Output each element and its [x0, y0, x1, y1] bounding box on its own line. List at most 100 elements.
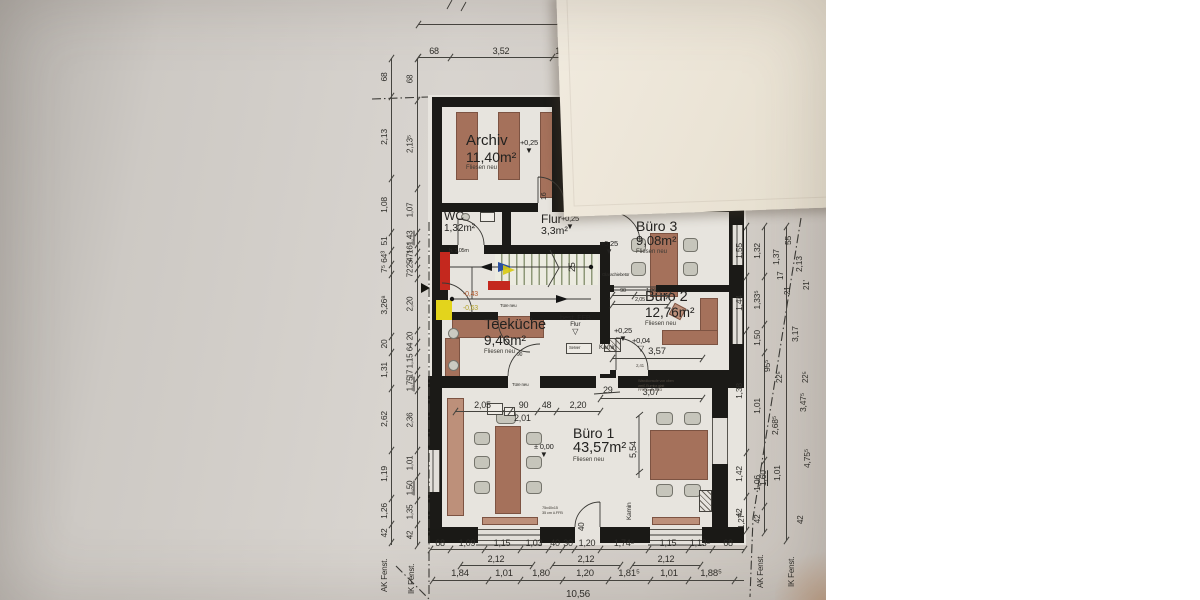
elevation-triangle-icon: ▼ [539, 449, 548, 459]
dim-r-225b: 22⁵ [801, 371, 810, 383]
dim-label: 2,62 [379, 411, 389, 427]
entry-arrow-icon [421, 283, 430, 293]
elev-flur: +0,25▼ [561, 215, 579, 230]
dim-2-01: 2,01 [514, 413, 531, 423]
teekueche-hob [448, 360, 459, 371]
buero2-desk-horizontal [662, 330, 718, 345]
door-arc-wc [457, 218, 485, 246]
room-name: Archiv [466, 132, 508, 149]
wall-buero1-bottom-c [600, 527, 650, 543]
room-name: Büro 1 [573, 425, 615, 441]
top-corner-ticks [446, 0, 467, 12]
label-ik-fenst-right: IK Fenst. [787, 556, 796, 587]
window-buero3 [732, 225, 743, 265]
buero3-chair [631, 262, 646, 276]
dim-chain-buero1-top2 [600, 398, 702, 399]
room-name: Teeküche [484, 317, 547, 333]
dim-label: 20 [405, 331, 415, 341]
dim-label: 1,84 [451, 568, 469, 579]
dim-label: 2,13 [379, 129, 389, 145]
dim-label: 42 [752, 514, 762, 524]
dim-label: 1,15 [659, 538, 677, 548]
room-area: 9,46m² [484, 332, 527, 348]
dim-25-stair: 25 [567, 262, 577, 272]
note-konsole-1: Wandkonsole von oben [638, 379, 674, 383]
level-minus-063: -0,63 [463, 305, 478, 312]
dim-r-4755: 4,75⁵ [802, 448, 812, 468]
buero3-chair [631, 238, 646, 252]
dim-label: 25 [405, 259, 415, 269]
dim-label: 1,01 [660, 568, 678, 579]
wc-fixture [480, 212, 495, 222]
dim-label: 20 [379, 339, 389, 349]
dim-r-317: 3,17 [790, 326, 800, 342]
wall-buero1-bottom-a [428, 527, 478, 543]
dim-r-21b: 21' [802, 280, 811, 290]
wall-archiv-top [432, 97, 572, 107]
wall-wc-right [502, 203, 511, 254]
dim-label: 1,20 [576, 568, 594, 579]
wall-divider-b3b2-a [610, 285, 614, 292]
stair-arrow-right [556, 295, 568, 303]
dim-label: 3,07 [642, 387, 660, 397]
dim-label: 51 [379, 236, 389, 246]
door-arc-buero1-bottom [574, 501, 601, 528]
dim-29: 29 [603, 385, 613, 395]
dim-label: 1,08 [379, 197, 389, 213]
level-minus-043: -0,43 [463, 291, 478, 298]
wall-buero1-bottom-b [540, 527, 575, 543]
stair-arrow-left [480, 263, 492, 271]
elevation-value: +0,25 [614, 326, 632, 335]
dim-label: 64 [405, 342, 415, 352]
elevation-value: +0,04 [632, 336, 650, 345]
wall-buero1-left-a [428, 378, 440, 450]
dim-554-line [635, 411, 644, 478]
dim-r-2685: 2,68⁵ [770, 415, 780, 435]
room-name: Flur [541, 212, 562, 226]
red-highlight-stair [488, 281, 510, 290]
dim-chain-bottom-212b [552, 565, 620, 566]
dim-chain-bottom-1 [430, 549, 744, 550]
elevation-triangle-icon: ▼ [566, 221, 574, 231]
room-area: 11,40m² [466, 148, 517, 165]
wall-corridor-mid [600, 242, 610, 344]
dim-label: 1,75 [405, 376, 415, 392]
elevation-value-2: Flur [570, 321, 581, 328]
buero1-desk-group [650, 430, 708, 480]
dim-chain-right-outer [746, 226, 747, 530]
dim-label: 1,20 [578, 538, 596, 548]
dim-40: 40 [577, 522, 586, 532]
dim-label: 1,15 [405, 353, 415, 369]
dim-label: 2,20 [569, 400, 587, 410]
dim-label: 48 [541, 400, 552, 410]
wall-buero1-right-a [712, 378, 728, 418]
note-konsole-2: weiß Eumba glatt [638, 383, 665, 388]
dim-label: 40 [550, 538, 560, 548]
elev-buero1: ± 0,00▼ [534, 443, 554, 458]
dim-r-21a: 21 [783, 286, 792, 296]
elev-archiv: +0,25▼ [520, 139, 538, 154]
plan-linework [371, 0, 802, 600]
elevation-triangle-icon: ▽ [637, 343, 645, 353]
dim-label: 68 [379, 72, 389, 82]
dim-r-55: 55 [783, 235, 793, 245]
wall-buero1-right-b [712, 464, 728, 527]
elevation-triangle-icon: ▽ [572, 326, 579, 336]
dim-label: 42 [405, 530, 415, 539]
room-area: 12,76m² [645, 304, 695, 320]
buero1-chair [474, 481, 490, 494]
dim-label: 1,88⁵ [700, 568, 722, 579]
dim-label: 1,01 [405, 455, 415, 471]
dim-label: 2,12 [487, 554, 505, 564]
buero1-desk-chair [684, 412, 701, 425]
elevation-value: best. FFB [560, 313, 591, 322]
wall-buero1-top-a [428, 376, 508, 388]
dim-chain-top-upper [418, 24, 560, 25]
dim-label: 1,81⁵ [618, 568, 640, 579]
door-arc-teekueche-bottom [507, 343, 541, 377]
dim-chain-buero2-top [612, 295, 668, 296]
